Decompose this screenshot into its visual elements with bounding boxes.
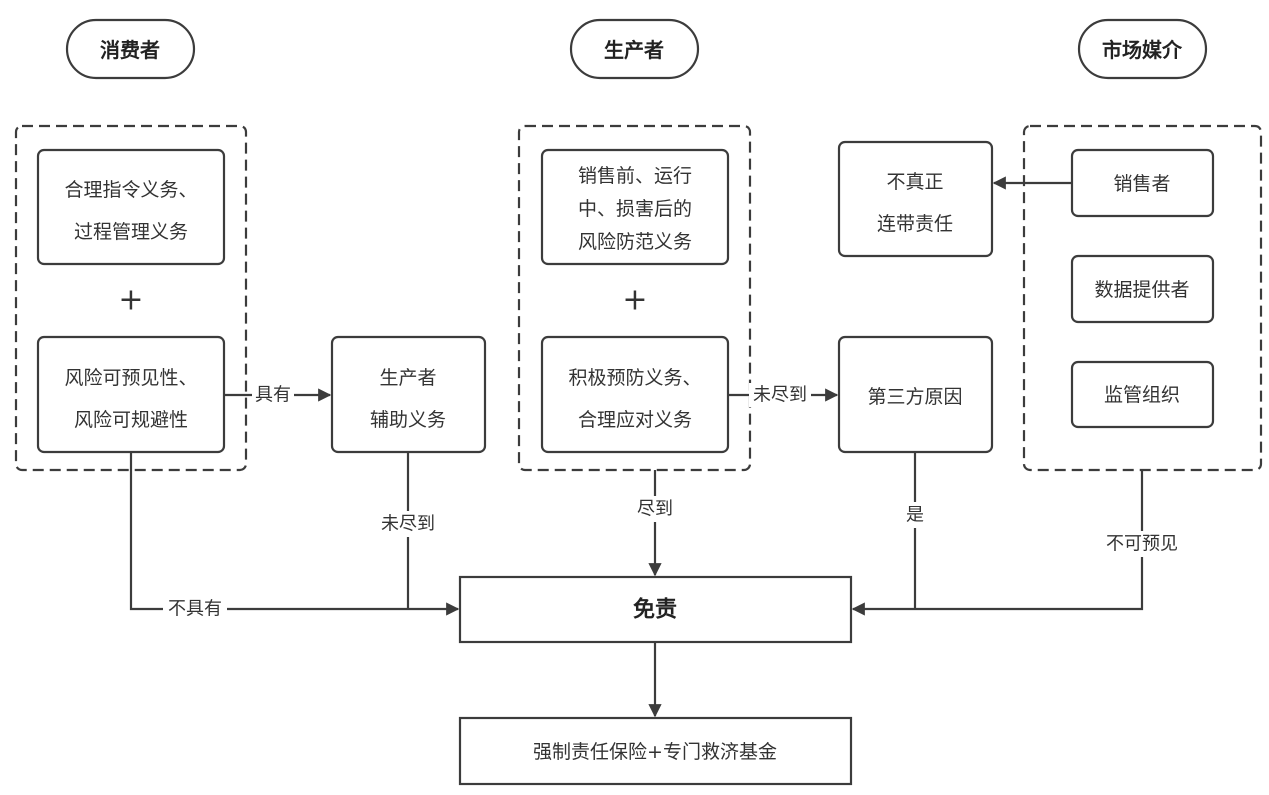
edge-label-has: 具有: [255, 385, 291, 406]
edge-label-yes: 是: [906, 505, 924, 526]
header-producer: 生产者: [569, 18, 700, 80]
producer-active-line2: 合理应对义务: [578, 409, 692, 431]
market-item-seller: 销售者: [1070, 148, 1215, 218]
edge-label-unforeseeable: 不可预见: [1106, 534, 1178, 555]
edge-not-have: [129, 452, 460, 616]
producer-aux-line2: 辅助义务: [370, 409, 446, 431]
third-party-box: 第三方原因: [837, 335, 994, 454]
consumer-risk-box: 风险可预见性、 风险可规避性: [36, 335, 226, 454]
exemption-box: 免责: [458, 575, 853, 644]
market-item-seller-label: 销售者: [1113, 173, 1170, 195]
remedy-box: 强制责任保险+专门救济基金: [458, 716, 853, 786]
third-party-label: 第三方原因: [867, 386, 962, 408]
remedy-label: 强制责任保险+专门救济基金: [533, 741, 777, 763]
joint-liability-box: 不真正 连带责任: [837, 140, 994, 258]
market-item-regulator: 监管组织: [1070, 360, 1215, 429]
edge-unforeseeable: [851, 470, 1144, 616]
producer-prevention-line1: 销售前、运行: [578, 165, 692, 187]
exemption-label: 免责: [633, 597, 677, 623]
producer-active-line1: 积极预防义务、: [568, 367, 701, 389]
producer-aux-duty-box: 生产者 辅助义务: [330, 335, 487, 454]
consumer-duty-line1: 合理指令义务、: [64, 179, 197, 201]
market-item-regulator-label: 监管组织: [1104, 384, 1180, 406]
edge-label-fulfilled: 尽到: [637, 499, 673, 520]
edge-label-not-have: 不具有: [168, 599, 222, 620]
producer-aux-line1: 生产者: [379, 367, 436, 389]
consumer-duty-box: 合理指令义务、 过程管理义务: [36, 148, 226, 266]
header-market: 市场媒介: [1077, 18, 1208, 80]
producer-prevention-line3: 风险防范义务: [578, 231, 692, 253]
consumer-plus: +: [118, 283, 143, 318]
producer-group: [517, 124, 752, 472]
header-market-label: 市场媒介: [1102, 38, 1183, 62]
consumer-risk-line1: 风险可预见性、: [64, 367, 197, 389]
joint-liability-line2: 连带责任: [877, 213, 953, 235]
header-consumer: 消费者: [65, 18, 196, 80]
market-item-data-provider-label: 数据提供者: [1094, 279, 1189, 301]
producer-active-duty-box: 积极预防义务、 合理应对义务: [540, 335, 730, 454]
edge-label-not-fulfilled-1: 未尽到: [381, 514, 435, 535]
consumer-duty-line2: 过程管理义务: [74, 221, 188, 243]
edge-label-not-fulfilled-2: 未尽到: [753, 385, 807, 406]
header-consumer-label: 消费者: [100, 38, 160, 62]
producer-plus: +: [622, 283, 647, 318]
market-item-data-provider: 数据提供者: [1070, 254, 1215, 324]
producer-prevention-line2: 中、损害后的: [578, 198, 692, 220]
producer-risk-prevention-box: 销售前、运行 中、损害后的 风险防范义务: [540, 148, 730, 266]
consumer-group: [14, 124, 248, 472]
header-producer-label: 生产者: [604, 38, 664, 62]
joint-liability-line1: 不真正: [886, 171, 943, 193]
consumer-risk-line2: 风险可规避性: [74, 409, 188, 431]
